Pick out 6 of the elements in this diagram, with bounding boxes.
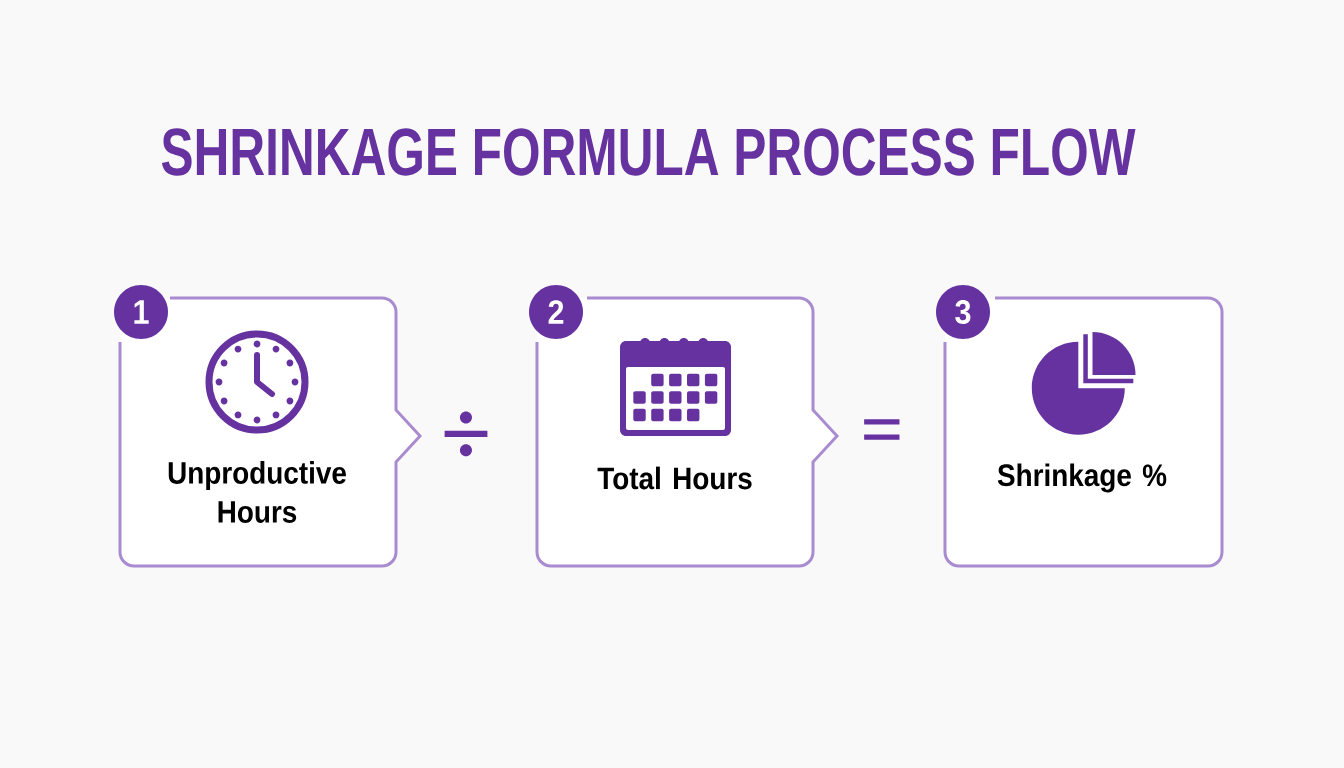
equals-sign: = (864, 419, 900, 440)
number-badge: 3 (936, 285, 990, 339)
title: SHRINKAGE FORMULA PROCESS FLOW (161, 128, 1136, 176)
number-badge: 1 (114, 285, 168, 339)
number-badge: 2 (529, 285, 583, 339)
division-sign: ÷ (444, 411, 488, 457)
